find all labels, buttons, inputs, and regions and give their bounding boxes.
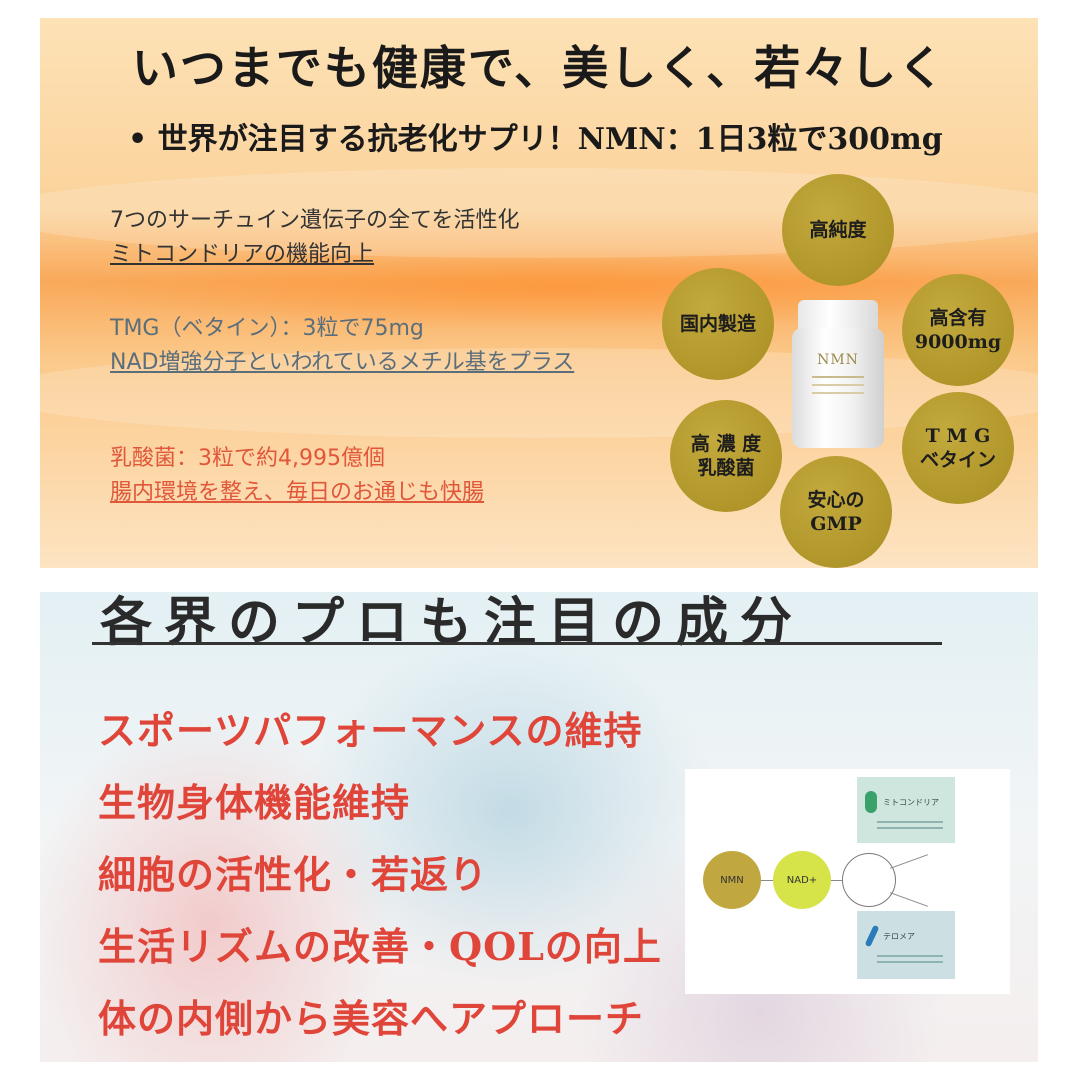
benefit-item: 体の内側から美容へアプローチ	[98, 996, 645, 1041]
feature-tmg: TMG（ベタイン）：3粒で75mg NAD増強分子といわれているメチル基をプラス	[110, 312, 574, 380]
telomere-label: テロメア	[883, 932, 915, 941]
telomere-icon	[864, 924, 880, 948]
benefit-item: 細胞の活性化・若返り	[98, 852, 489, 897]
feature-line: TMG（ベタイン）：3粒で75mg	[110, 316, 424, 341]
benefit-item: 生活リズムの改善・QOLの向上	[98, 924, 662, 969]
mitochondria-box: ミトコンドリア	[857, 777, 955, 843]
badge-tmg: T M G ベタイン	[902, 392, 1014, 504]
feature-line-underlined: 腸内環境を整え、毎日のお通じも快腸	[110, 480, 485, 505]
badge-gmp: 安心の GMP	[780, 456, 892, 568]
mitochondria-icon	[865, 791, 877, 813]
sirtuin-node	[842, 853, 896, 907]
benefit-item: 生物身体機能維持	[98, 780, 411, 825]
box-text-lines	[877, 955, 943, 957]
badge-lactic: 高 濃 度 乳酸菌	[670, 400, 782, 512]
badge-purity: 高純度	[782, 174, 894, 286]
feature-line-underlined: ミトコンドリアの機能向上	[110, 242, 375, 267]
feature-line-underlined: NAD増強分子といわれているメチル基をプラス	[110, 350, 575, 375]
feature-line: 7つのサーチュイン遺伝子の全てを活性化	[110, 208, 520, 233]
mechanism-diagram: NMN NAD+ ミトコンドリア テロメア	[685, 769, 1010, 994]
benefit-item: スポーツパフォーマンスの維持	[98, 708, 643, 753]
telomere-box: テロメア	[857, 911, 955, 979]
badge-domestic: 国内製造	[662, 268, 774, 380]
arrow	[831, 880, 842, 881]
bottle-label: NMN	[817, 352, 859, 368]
box-text-lines	[877, 821, 943, 823]
nad-node: NAD+	[773, 851, 831, 909]
bottle-cap	[798, 300, 878, 330]
feature-lactic: 乳酸菌：3粒で約4,995億個 腸内環境を整え、毎日のお通じも快腸	[110, 442, 484, 510]
top-subtitle: • 世界が注目する抗老化サプリ！NMN：1日3粒で300mg	[128, 122, 943, 157]
bottom-section: 各界のプロも注目の成分 スポーツパフォーマンスの維持 生物身体機能維持 細胞の活…	[40, 592, 1038, 1062]
top-banner: いつまでも健康で、美しく、若々しく • 世界が注目する抗老化サプリ！NMN：1日…	[40, 18, 1038, 568]
bottle-body	[792, 328, 884, 448]
mitochondria-label: ミトコンドリア	[883, 798, 939, 807]
nmn-node: NMN	[703, 851, 761, 909]
product-bottle: NMN	[792, 300, 884, 448]
bottle-label-lines	[812, 376, 864, 378]
title-underline	[92, 642, 942, 645]
badge-content: 高含有 9000mg	[902, 274, 1014, 386]
feature-sirtuin: 7つのサーチュイン遺伝子の全てを活性化 ミトコンドリアの機能向上	[110, 204, 520, 272]
arrow	[761, 880, 773, 881]
feature-line: 乳酸菌：3粒で約4,995億個	[110, 446, 385, 471]
arrow	[890, 892, 928, 907]
arrow	[890, 854, 928, 869]
bottom-title: 各界のプロも注目の成分	[100, 592, 805, 653]
top-title: いつまでも健康で、美しく、若々しく	[131, 41, 947, 95]
